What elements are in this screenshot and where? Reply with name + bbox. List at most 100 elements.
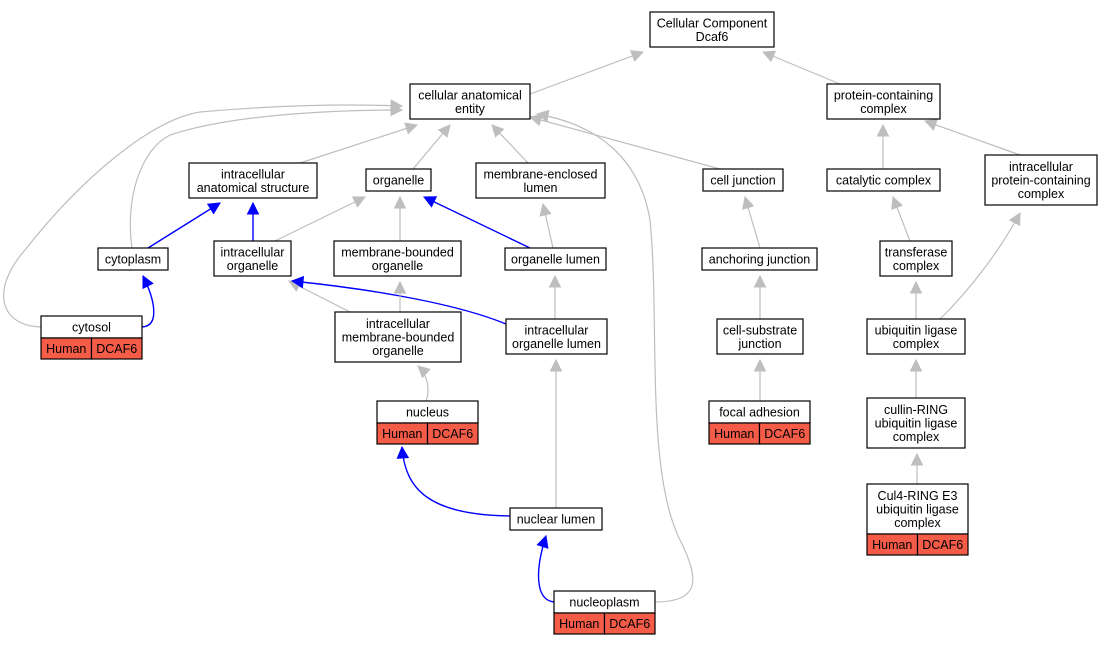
node-label: intracellular — [366, 317, 430, 331]
arrowhead — [742, 195, 755, 210]
gene-label: DCAF6 — [609, 617, 650, 631]
gene-label: DCAF6 — [764, 427, 805, 441]
node-label: Cellular Component — [657, 16, 768, 30]
node-box — [716, 318, 804, 355]
edge-iol-to-org_lumen — [548, 274, 562, 319]
node-org-lumen[interactable]: organelle lumen — [504, 247, 607, 271]
arrowhead — [539, 202, 552, 217]
node-box — [984, 154, 1098, 206]
species-label: Human — [46, 342, 86, 356]
node-cell-junction[interactable]: cell junction — [702, 168, 784, 192]
node-box — [213, 240, 292, 277]
species-label: Human — [382, 427, 422, 441]
arrowhead — [393, 280, 407, 294]
node-box — [333, 240, 462, 277]
node-box — [365, 168, 432, 192]
edge-cae-to-root — [529, 50, 645, 95]
species-label: Human — [872, 538, 912, 552]
edge-int_organelle-to-ias — [246, 201, 260, 241]
arrowhead — [437, 124, 451, 138]
arrowhead — [876, 123, 890, 137]
edge-line — [939, 212, 1021, 320]
node-label: membrane-enclosed — [484, 167, 598, 181]
arrowhead — [390, 99, 404, 112]
edge-line — [274, 196, 366, 242]
edge-line — [924, 120, 1021, 156]
arrowhead — [246, 201, 260, 215]
edge-transferase-to-catalytic — [891, 195, 911, 242]
node-label: focal adhesion — [719, 406, 800, 420]
node-box — [879, 240, 953, 277]
node-box — [649, 11, 775, 48]
edge-nuclear_lumen-to-nucleus — [396, 445, 511, 517]
node-box — [504, 247, 607, 271]
node-label: ubiquitin ligase — [875, 417, 958, 431]
node-label: protein-containing — [991, 174, 1090, 188]
arrowhead — [422, 196, 438, 208]
arrowhead — [549, 358, 563, 372]
edge-line — [3, 104, 403, 328]
edge-line — [536, 113, 694, 603]
arrowhead — [396, 445, 410, 459]
gene-label: DCAF6 — [432, 427, 473, 441]
node-label: complex — [893, 337, 940, 351]
node-box — [701, 247, 818, 271]
species-label: Human — [714, 427, 754, 441]
node-nuclear-lumen[interactable]: nuclear lumen — [509, 507, 603, 531]
edge-int_organelle-to-organelle — [274, 196, 367, 242]
edge-line — [529, 51, 644, 95]
arrowhead — [393, 195, 407, 209]
arrowhead — [142, 274, 154, 290]
arrowhead — [417, 365, 431, 379]
gene-label: DCAF6 — [96, 342, 137, 356]
node-cytoplasm[interactable]: cytoplasm — [97, 247, 169, 271]
node-box — [702, 168, 784, 192]
edge-iol-to-int_organelle — [290, 275, 507, 325]
node-label: organelle — [372, 259, 423, 273]
node-label: membrane-bounded — [342, 331, 455, 345]
node-box — [409, 83, 531, 120]
gene-tag — [426, 422, 479, 445]
node-label: complex — [893, 259, 940, 273]
edge-cullin-to-ubiquitin — [909, 358, 923, 398]
node-box — [188, 162, 318, 199]
arrowhead — [536, 534, 549, 549]
node-label: junction — [737, 337, 781, 351]
gene-tag — [758, 422, 811, 445]
edge-ubiquitin-to-ipcc — [939, 212, 1021, 320]
edge-cytosol-to-cae — [3, 99, 404, 328]
node-label: anchoring junction — [709, 253, 811, 267]
node-box — [866, 397, 966, 449]
node-organelle[interactable]: organelle — [365, 168, 432, 192]
node-label: organelle lumen — [512, 337, 601, 351]
arrowhead — [491, 124, 505, 138]
node-anchoring[interactable]: anchoring junction — [701, 247, 818, 271]
edge-line — [762, 51, 841, 85]
node-catalytic[interactable]: catalytic complex — [826, 168, 941, 192]
arrowhead — [206, 202, 221, 215]
edge-cell_junction-to-cae — [528, 113, 721, 170]
arrowhead — [351, 196, 367, 208]
arrowhead — [910, 452, 924, 466]
node-label: cytoplasm — [105, 253, 161, 267]
